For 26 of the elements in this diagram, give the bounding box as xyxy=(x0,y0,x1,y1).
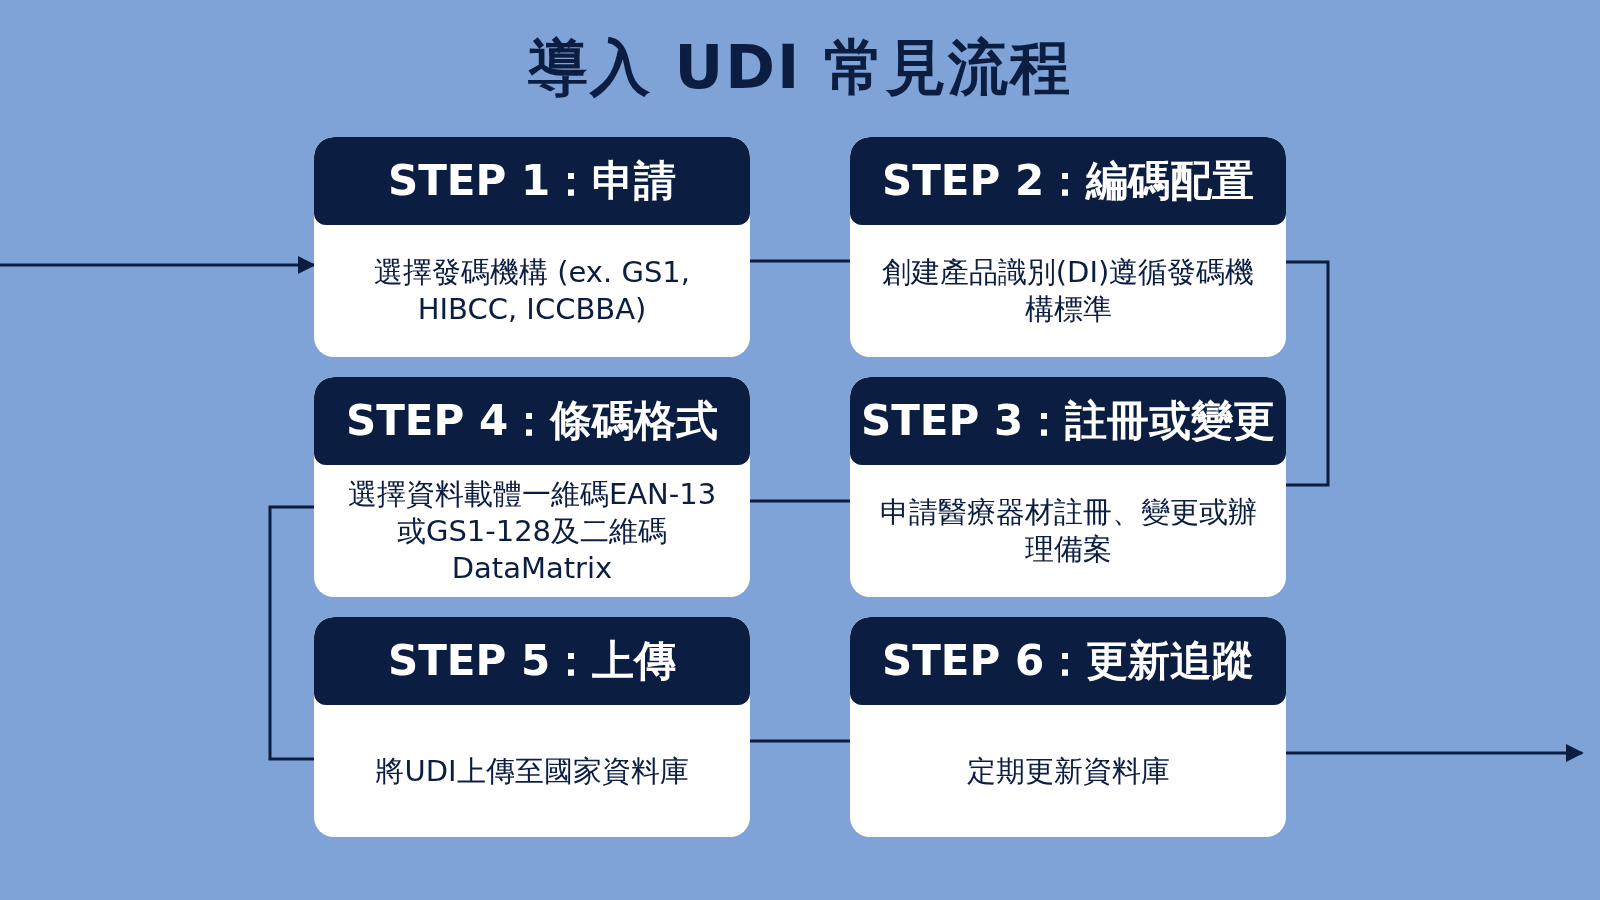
step-header: STEP 5：上傳 xyxy=(314,617,750,705)
step-description: 將UDI上傳至國家資料庫 xyxy=(375,752,689,790)
step-card xyxy=(850,137,1286,357)
connector-line xyxy=(268,505,314,761)
step-description: 定期更新資料庫 xyxy=(966,752,1170,790)
connector-line xyxy=(750,499,850,503)
step-description: 選擇資料載體一維碼EAN-13 或GS1-128及二維碼 DataMatrix xyxy=(346,475,718,587)
step-header: STEP 4：條碼格式 xyxy=(314,377,750,465)
step-description: 創建產品識別(DI)遵循發碼機構標準 xyxy=(880,254,1256,328)
connector-line xyxy=(750,259,850,263)
step-description: 申請醫療器材註冊、變更或辦理備案 xyxy=(878,494,1258,568)
step-card xyxy=(314,377,750,597)
arrow xyxy=(1286,744,1584,762)
connector-line xyxy=(750,739,850,743)
step-header: STEP 2：編碼配置 xyxy=(850,137,1286,225)
arrow xyxy=(0,256,316,274)
step-card xyxy=(314,617,750,837)
step-header: STEP 3：註冊或變更 xyxy=(850,377,1286,465)
step-card xyxy=(850,617,1286,837)
title: 導入 UDI 常見流程 xyxy=(526,31,1074,104)
step-description: 選擇發碼機構 (ex. GS1, HIBCC, ICCBBA) xyxy=(373,254,691,328)
step-card xyxy=(314,137,750,357)
connector-line xyxy=(1286,260,1330,487)
step-header: STEP 1：申請 xyxy=(314,137,750,225)
step-header: STEP 6：更新追蹤 xyxy=(850,617,1286,705)
step-card xyxy=(850,377,1286,597)
